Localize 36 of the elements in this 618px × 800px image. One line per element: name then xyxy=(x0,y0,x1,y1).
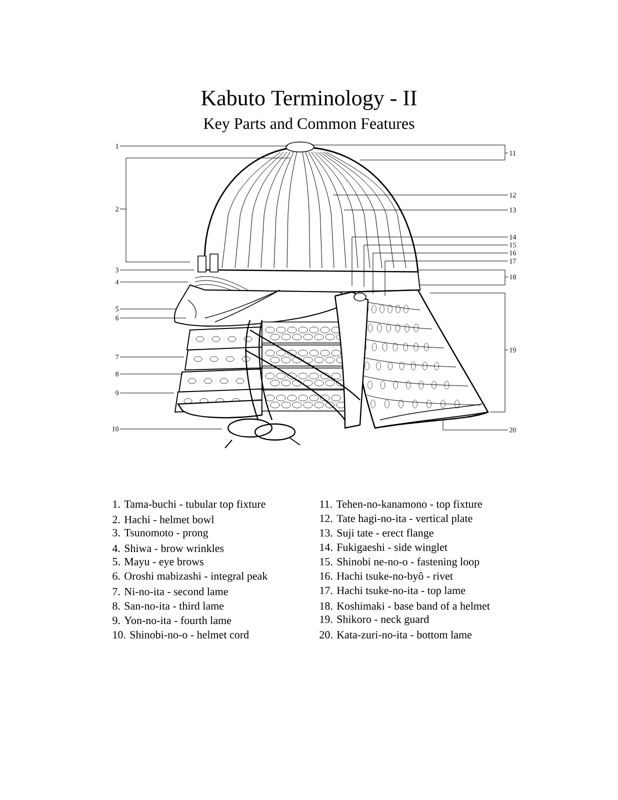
leader-line xyxy=(442,420,508,430)
leader-line xyxy=(120,308,176,310)
list-item: 17. Hachi tsuke-no-ita - top lame xyxy=(320,586,466,596)
list-item: 9. Yon-no-ita - fourth lame xyxy=(112,616,232,624)
list-item: 7. Ni-no-ita - second lame xyxy=(112,588,228,596)
leader-line xyxy=(120,158,290,262)
leader-line xyxy=(312,144,508,160)
leader-line xyxy=(332,194,508,196)
list-item: 16. Hachi tsuke-no-byô - rivet xyxy=(320,572,453,582)
leader-line xyxy=(384,260,508,296)
list-item: 8. San-no-ita - third lame xyxy=(112,602,224,610)
list-item: 11. Tehen-no-kanamono - top fixture xyxy=(320,500,482,510)
list-item: 15. Shinobi ne-no-o - fastening loop xyxy=(320,558,480,568)
list-item: 20. Kata-zuri-no-ita - bottom lame xyxy=(320,630,472,638)
list-item: 14. Fukigaeshi - side winglet xyxy=(320,543,448,554)
leader-line xyxy=(372,252,508,294)
subtitle: Key Parts and Common Features xyxy=(204,118,414,132)
leader-line xyxy=(418,270,508,286)
list-item: 12. Tate hagi-no-ita - vertical plate xyxy=(320,514,472,524)
leader-line xyxy=(120,356,184,358)
list-item: 3. Tsunomoto - prong xyxy=(112,528,208,539)
list-item: 1. Tama-buchi - tubular top fixture xyxy=(113,500,266,510)
list-item: 10. Shinobi-no-o - helmet cord xyxy=(113,630,249,638)
leader-line xyxy=(364,244,508,288)
list-item: 13. Suji tate - erect flange xyxy=(320,528,434,539)
list-item: 19. Shikoro - neck guard xyxy=(320,615,430,626)
leader-line xyxy=(120,428,222,430)
leader-line xyxy=(430,292,508,412)
list-item: 2. Hachi - helmet bowl xyxy=(112,516,214,524)
list-item: 18. Koshimaki - base band of a helmet xyxy=(320,602,490,610)
leader-line xyxy=(120,392,174,394)
leader-line xyxy=(352,236,508,286)
list-item: 4. Shiwa - brow wrinkles xyxy=(112,544,224,552)
list-item: 5. Mayu - eye brows xyxy=(112,558,204,568)
title: Kabuto Terminology - II xyxy=(201,90,417,110)
list-item: 6. Oroshi mabizashi - integral peak xyxy=(112,572,268,582)
